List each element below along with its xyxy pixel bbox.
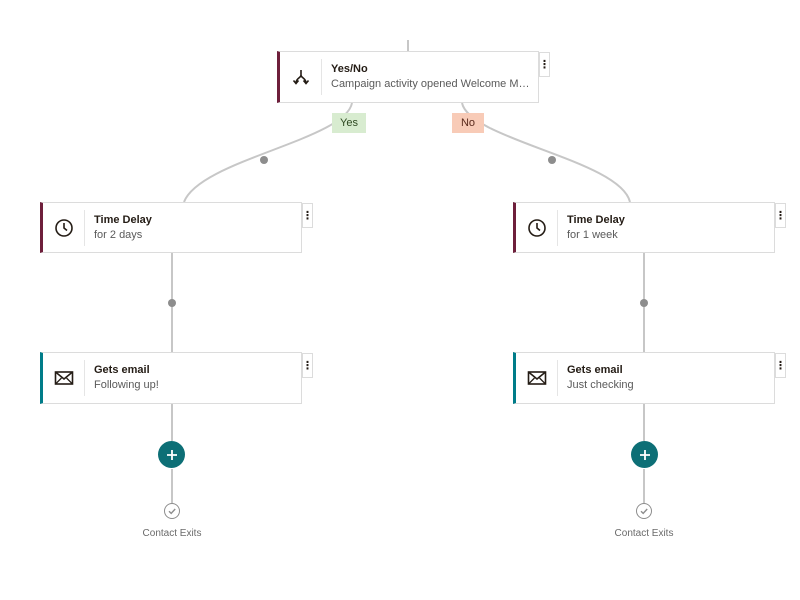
- clock-icon: [516, 209, 558, 246]
- delay-subtitle: for 1 week: [567, 228, 618, 241]
- kebab-icon: ⋮: [775, 359, 786, 372]
- email-subtitle: Following up!: [94, 379, 159, 391]
- branch-dot-yes: [260, 156, 268, 164]
- delay-title: Time Delay: [94, 213, 152, 226]
- left-contact-exits-label: Contact Exits: [142, 528, 202, 539]
- right-delay-menu-button[interactable]: ⋮: [775, 203, 786, 228]
- email-title: Gets email: [94, 364, 150, 376]
- left-email-menu-button[interactable]: ⋮: [302, 353, 313, 378]
- kebab-icon: ⋮: [775, 209, 786, 222]
- kebab-icon: ⋮: [302, 209, 313, 222]
- condition-menu-button[interactable]: ⋮: [539, 52, 550, 77]
- yes-no-condition-card[interactable]: Yes/No Campaign activity opened Welcome …: [277, 51, 539, 103]
- envelope-icon: [43, 360, 85, 396]
- connector-dot-left: [168, 299, 176, 307]
- connector-dot-right: [640, 299, 648, 307]
- kebab-icon: ⋮: [302, 359, 313, 372]
- condition-title: Yes/No: [331, 63, 368, 75]
- split-branch-icon: [280, 59, 322, 95]
- left-delay-menu-button[interactable]: ⋮: [302, 203, 313, 228]
- kebab-icon: ⋮: [539, 58, 550, 71]
- email-subtitle: Just checking: [567, 379, 634, 391]
- envelope-icon: [516, 360, 558, 396]
- right-add-step-button[interactable]: [631, 441, 658, 468]
- left-time-delay-card[interactable]: Time Delay for 2 days: [40, 202, 302, 253]
- plus-icon: [166, 449, 177, 460]
- yes-branch-label[interactable]: Yes: [332, 113, 366, 133]
- no-branch-label[interactable]: No: [452, 113, 484, 133]
- left-add-step-button[interactable]: [158, 441, 185, 468]
- right-email-card[interactable]: Gets email Just checking: [513, 352, 775, 404]
- branch-dot-no: [548, 156, 556, 164]
- right-contact-exits-label: Contact Exits: [614, 528, 674, 539]
- right-time-delay-card[interactable]: Time Delay for 1 week: [513, 202, 775, 253]
- left-email-card[interactable]: Gets email Following up!: [40, 352, 302, 404]
- condition-subtitle: Campaign activity opened Welcome Me...: [331, 78, 531, 90]
- check-circle-icon: [164, 503, 180, 519]
- delay-title: Time Delay: [567, 213, 625, 226]
- plus-icon: [639, 449, 650, 460]
- delay-subtitle: for 2 days: [94, 228, 143, 241]
- clock-icon: [43, 209, 85, 246]
- email-title: Gets email: [567, 364, 623, 376]
- right-email-menu-button[interactable]: ⋮: [775, 353, 786, 378]
- check-circle-icon: [636, 503, 652, 519]
